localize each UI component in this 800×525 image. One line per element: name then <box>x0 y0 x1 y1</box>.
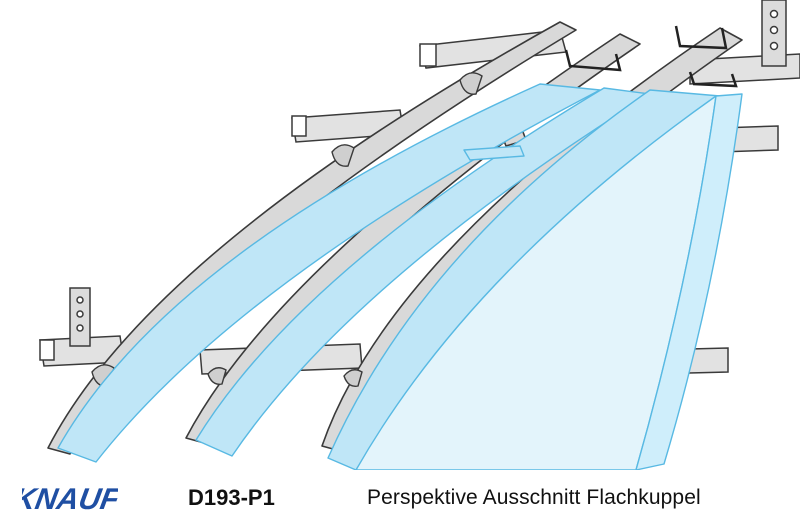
logo-mark: KNAUF <box>22 483 118 516</box>
lower-purlin-end <box>39 339 55 361</box>
boards <box>57 83 743 470</box>
hanger-hole <box>769 9 779 19</box>
drawing-title: Perspektive Ausschnitt Flachkuppel <box>367 486 701 509</box>
knauf-logo: KNAUF <box>22 478 122 518</box>
hangers <box>69 0 787 347</box>
channel-2 <box>674 25 728 50</box>
clip <box>459 72 483 95</box>
clip <box>207 367 227 385</box>
hanger-hole <box>76 310 84 318</box>
middle-purlin-end <box>291 115 307 137</box>
channel-3 <box>688 71 738 88</box>
hanger-hole <box>769 25 779 35</box>
clip <box>343 369 363 387</box>
logo-text: KNAUF <box>22 483 118 516</box>
hanger-hole <box>76 296 84 304</box>
clip <box>331 144 355 167</box>
upper-purlin-end <box>419 43 437 67</box>
hanger-hole <box>769 41 779 51</box>
channel-profiles <box>564 25 738 88</box>
clips <box>91 72 483 387</box>
board-strip-small <box>463 145 525 161</box>
board-edge-right <box>635 93 743 470</box>
hanger-hole <box>76 324 84 332</box>
channel-1 <box>564 49 622 72</box>
drawing-code: D193-P1 <box>188 485 275 510</box>
ceiling-dome-drawing <box>39 0 800 470</box>
